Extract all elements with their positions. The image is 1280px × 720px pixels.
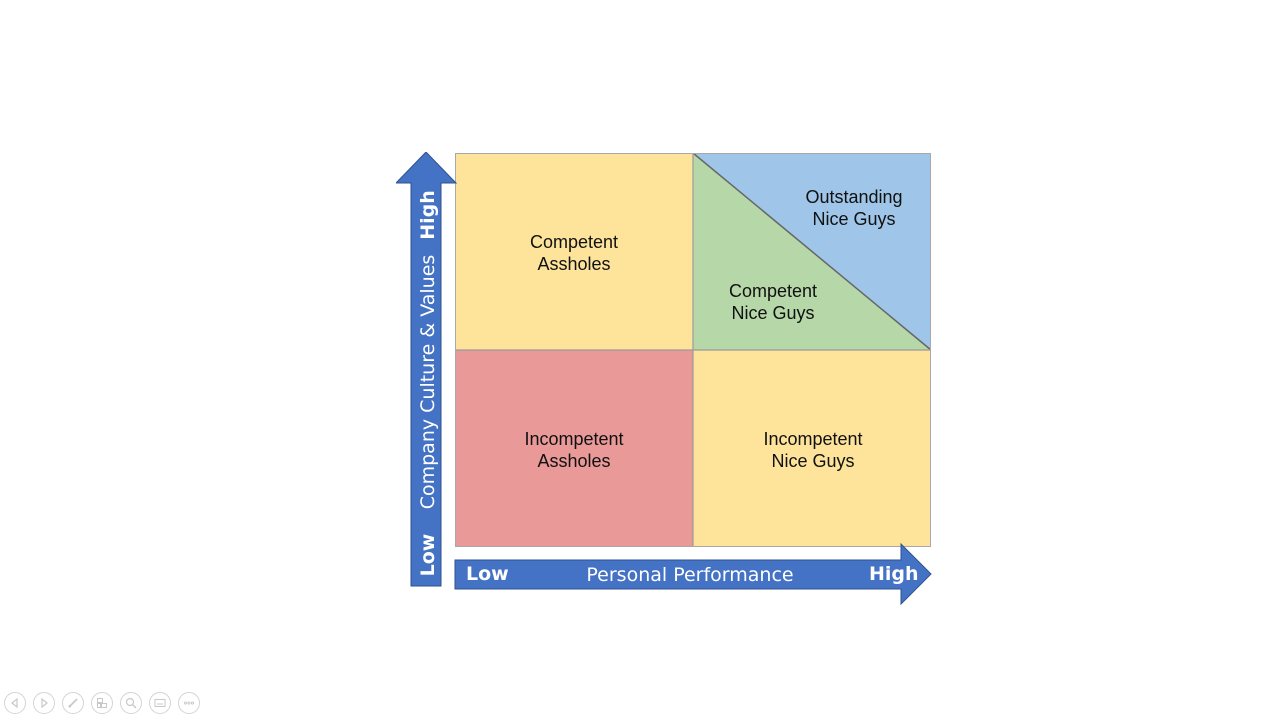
matrix-grid (455, 152, 932, 547)
diagonal-divider (692, 152, 932, 351)
quadrant-bottom-right (693, 350, 931, 547)
label-outstanding-nice-guys: Outstanding Nice Guys (805, 187, 903, 229)
matrix-border (455, 153, 931, 547)
y-axis-arrow (396, 152, 458, 587)
quadrant-top-left (455, 153, 693, 350)
label-competent-assholes: Competent Assholes (529, 232, 619, 274)
x-axis-high-label: High (869, 563, 919, 585)
label-incompetent-assholes: Incompetent Assholes (524, 429, 624, 471)
subtitles-icon (154, 699, 166, 707)
more-options-button[interactable] (178, 692, 200, 714)
label-incompetent-nice-guys: Incompetent Nice Guys (763, 429, 863, 471)
zoom-button[interactable] (120, 692, 142, 714)
next-slide-button[interactable] (33, 692, 55, 714)
zoom-icon (125, 697, 137, 709)
y-axis-high-label: High (417, 190, 439, 240)
x-axis-arrow (454, 543, 932, 606)
pen-icon (68, 698, 78, 708)
more-icon (183, 701, 195, 705)
subtitles-button[interactable] (149, 692, 171, 714)
next-icon (41, 697, 48, 709)
x-axis-title: Personal Performance (586, 564, 794, 586)
previous-slide-button[interactable] (4, 692, 26, 714)
y-axis-low-label: Low (417, 533, 439, 577)
quadrant-bottom-left (455, 350, 693, 547)
label-competent-nice-guys: Competent Nice Guys (728, 281, 818, 323)
previous-icon (11, 697, 18, 709)
pen-button[interactable] (62, 692, 84, 714)
see-all-slides-button[interactable] (91, 692, 113, 714)
x-axis-low-label: Low (466, 563, 509, 585)
quadrant-matrix: Competent Assholes Outstanding Nice Guys… (455, 152, 932, 547)
presenter-toolbar (4, 692, 200, 714)
y-axis-title: Company Culture & Values (417, 254, 439, 510)
slides-icon (97, 698, 107, 708)
